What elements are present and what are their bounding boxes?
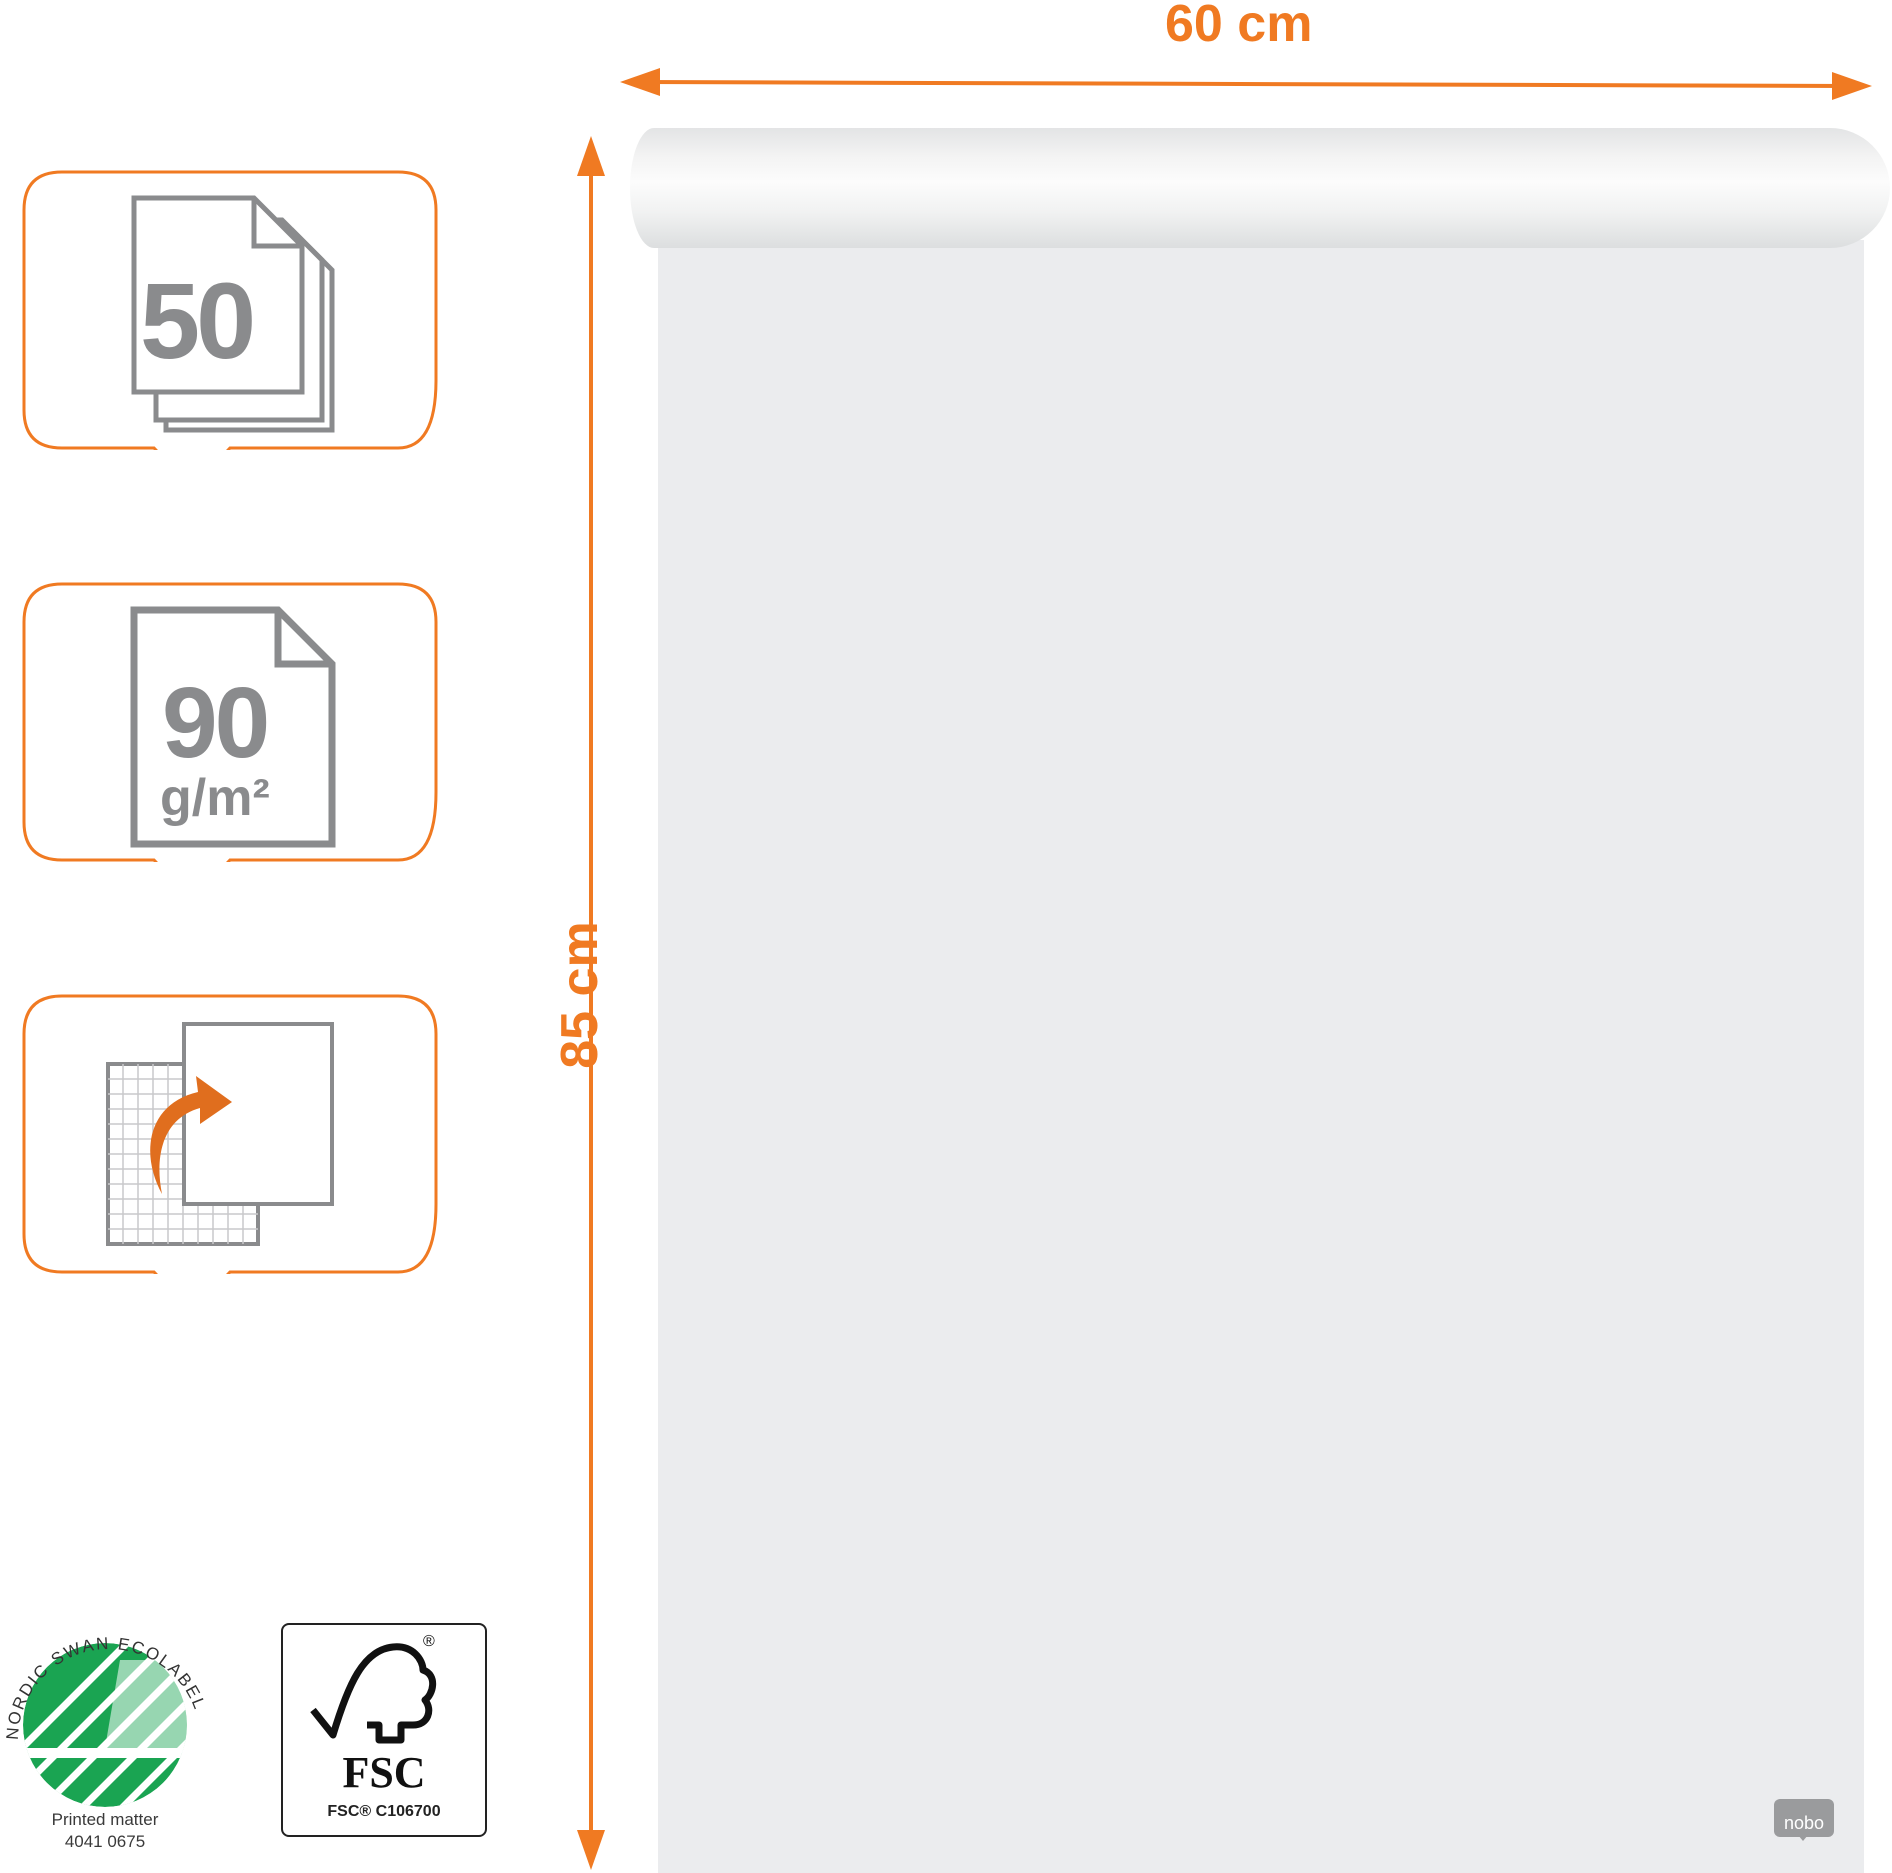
paper-weight-value: 90: [162, 667, 270, 779]
nordic-swan-ecolabel: NORDIC SWAN ECOLABEL Printed matter 4041…: [0, 1620, 220, 1860]
width-label: 60 cm: [1165, 0, 1313, 53]
flip-arrow-icon: [150, 1076, 232, 1194]
paper-weight-unit: g/m²: [160, 769, 270, 827]
nordic-swan-line2: 4041 0675: [64, 1832, 146, 1851]
fsc-tree-check-icon: [310, 1643, 437, 1744]
height-label: 85 cm: [551, 921, 609, 1069]
fsc-mark: FSC: [342, 1748, 426, 1797]
paper-roll: [630, 128, 1890, 248]
brand-name: nobo: [1783, 1813, 1825, 1833]
fsc-logo: ® FSC FSC® C106700: [281, 1623, 487, 1837]
feature-bubble-weight: [22, 582, 438, 862]
nobo-logo: nobo: [1774, 1799, 1834, 1843]
fsc-license-code: FSC® C106700: [327, 1803, 441, 1820]
paper-sheet-icon: [130, 606, 336, 848]
sheet-count: 50: [140, 260, 256, 381]
sheet-stack-icon: [131, 195, 335, 433]
feature-bubble-plain-grid: [22, 994, 438, 1274]
nordic-swan-icon: NORDIC SWAN ECOLABEL: [3, 1634, 208, 1807]
flipchart-paper: [658, 240, 1864, 1873]
nordic-swan-line1: Printed matter: [51, 1810, 159, 1829]
feature-bubble-sheets: [22, 170, 438, 450]
height-arrow-icon: [577, 136, 605, 1870]
fsc-registered-mark: ®: [423, 1633, 435, 1650]
width-arrow-icon: [620, 68, 1872, 100]
